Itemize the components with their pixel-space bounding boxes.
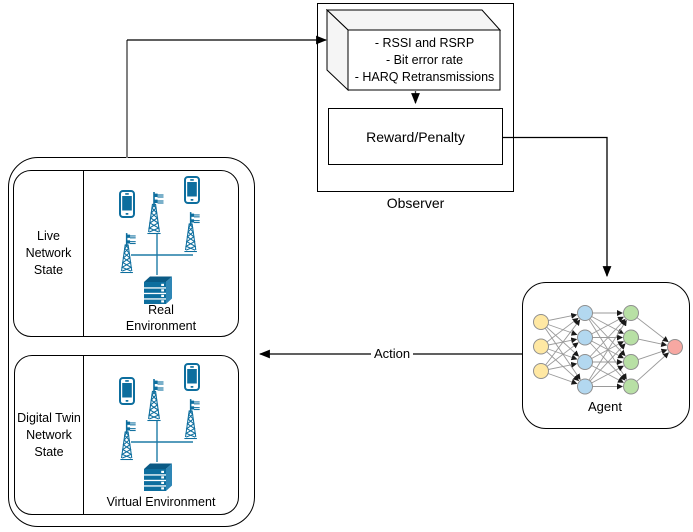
live-network-state-label: Live Network State	[14, 171, 83, 336]
nn-edge	[630, 352, 670, 387]
label-line: State	[34, 444, 64, 459]
nn-edge	[540, 321, 581, 380]
metrics-list: - RSSI and RSRP - Bit error rate - HARQ …	[349, 33, 500, 87]
nn-edge	[540, 346, 580, 382]
neural-network-graphic	[533, 305, 683, 395]
nn-edge	[540, 321, 580, 357]
nn-edge	[584, 337, 626, 381]
nn-node	[577, 354, 593, 370]
nn-edge	[540, 319, 581, 372]
label-line: Real	[148, 303, 174, 317]
live-box-divider	[83, 171, 84, 336]
nn-node	[577, 305, 593, 321]
virtual-environment-scene	[84, 358, 239, 493]
nn-edge	[584, 312, 627, 380]
reward-to-agent-arrow	[503, 136, 612, 278]
agent-box	[522, 282, 690, 429]
nn-edge	[584, 319, 627, 387]
nn-node	[577, 329, 593, 346]
observer-label: Observer	[386, 195, 445, 211]
label-line: Environment	[125, 319, 197, 333]
nn-node	[667, 339, 683, 355]
live-environment-box: Live Network State Real Environment	[13, 170, 239, 337]
action-label: Action	[371, 346, 414, 361]
nn-edge	[584, 343, 626, 387]
nn-node	[533, 338, 549, 355]
label-line: Virtual Environment	[106, 495, 216, 509]
nn-edge	[584, 312, 626, 357]
dt-box-divider	[83, 356, 84, 514]
label-line: Network	[25, 246, 72, 260]
agent-label: Agent	[588, 399, 622, 414]
real-environment-scene	[84, 171, 239, 306]
real-environment-label: Real Environment	[84, 302, 238, 334]
network-metrics-cuboid	[326, 9, 502, 92]
nn-node	[533, 363, 549, 379]
label-line: Digital Twin	[17, 410, 81, 425]
nn-node	[623, 354, 639, 370]
nn-node	[623, 305, 639, 321]
nn-edge	[584, 318, 626, 363]
label-line: Network	[26, 427, 72, 442]
label-line: State	[33, 263, 64, 277]
nn-node	[533, 314, 549, 330]
virtual-environment-label: Virtual Environment	[84, 494, 238, 510]
nn-node	[577, 378, 593, 395]
label-line: Live	[37, 229, 60, 243]
metric-line: - HARQ Retransmissions	[354, 69, 495, 84]
reward-penalty-box: Reward/Penalty	[328, 108, 503, 165]
metric-line: - Bit error rate	[385, 52, 464, 67]
digital-twin-environment-box: Digital Twin Network State Virtual Envir…	[14, 355, 239, 515]
digital-twin-network-state-label: Digital Twin Network State	[15, 356, 83, 514]
environment-container	[8, 157, 255, 527]
metric-line: - RSSI and RSRP	[374, 35, 475, 50]
reward-penalty-label: Reward/Penalty	[366, 128, 465, 145]
nn-node	[623, 329, 639, 346]
nn-node	[623, 378, 639, 395]
